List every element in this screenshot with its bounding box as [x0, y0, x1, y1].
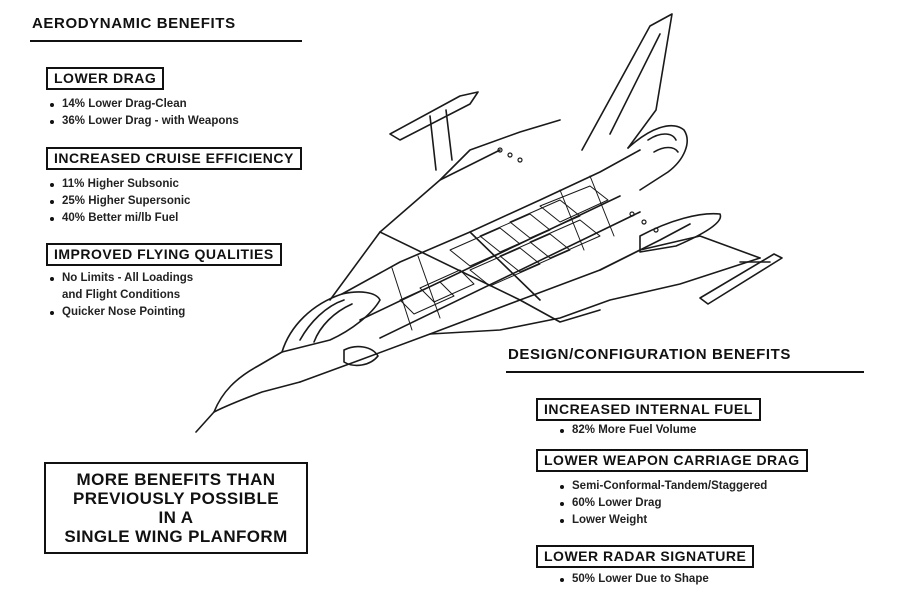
- callout-line: IN A: [158, 508, 194, 527]
- design-section-title: DESIGN/CONFIGURATION BENEFITS: [508, 346, 791, 363]
- callout-line: SINGLE WING PLANFORM: [64, 527, 288, 546]
- list-item: No Limits - All Loadings and Flight Cond…: [48, 270, 193, 304]
- callout-line: MORE BENEFITS THAN: [76, 470, 276, 489]
- aircraft-vertical-tail: [581, 13, 673, 151]
- list-item: 14% Lower Drag-Clean: [48, 96, 239, 113]
- list-item: 11% Higher Subsonic: [48, 176, 190, 193]
- benefits-callout-box: MORE BENEFITS THAN PREVIOUSLY POSSIBLE I…: [44, 462, 308, 554]
- radar-signature-label: LOWER RADAR SIGNATURE: [536, 545, 755, 568]
- aircraft-nose: [195, 351, 283, 433]
- aircraft-left-wingtip-rail: [389, 91, 479, 141]
- weapon-carriage-drag-label: LOWER WEAPON CARRIAGE DRAG: [536, 449, 808, 472]
- aircraft-fuselage: [341, 149, 641, 295]
- aircraft-right-wingtip-rail: [699, 253, 783, 305]
- list-item: 40% Better mi/lb Fuel: [48, 210, 190, 227]
- list-item-line: and Flight Conditions: [62, 289, 181, 301]
- flying-qualities-list: No Limits - All Loadings and Flight Cond…: [48, 270, 193, 321]
- aero-title-rule: [30, 40, 302, 42]
- aircraft-canopy: [281, 291, 381, 353]
- list-item-line: No Limits - All Loadings: [62, 272, 194, 284]
- list-item: Lower Weight: [558, 512, 767, 529]
- cruise-efficiency-list: 11% Higher Subsonic 25% Higher Supersoni…: [48, 176, 190, 227]
- aero-section-title: AERODYNAMIC BENEFITS: [32, 15, 236, 32]
- internal-fuel-list: 82% More Fuel Volume: [558, 422, 696, 439]
- list-item: 25% Higher Supersonic: [48, 193, 190, 210]
- aircraft-intake: [343, 345, 379, 367]
- weapon-carriage-drag-list: Semi-Conformal-Tandem/Staggered 60% Lowe…: [558, 478, 767, 529]
- callout-line: PREVIOUSLY POSSIBLE: [73, 489, 279, 508]
- aircraft-wing: [329, 119, 561, 301]
- cruise-efficiency-label: INCREASED CRUISE EFFICIENCY: [46, 147, 302, 170]
- list-item: 36% Lower Drag - with Weapons: [48, 113, 239, 130]
- aircraft-engine-nozzle: [627, 124, 688, 191]
- design-title-rule: [506, 371, 864, 373]
- list-item: 82% More Fuel Volume: [558, 422, 696, 439]
- internal-fuel-label: INCREASED INTERNAL FUEL: [536, 398, 761, 421]
- flying-qualities-label: IMPROVED FLYING QUALITIES: [46, 243, 282, 266]
- list-item: 50% Lower Due to Shape: [558, 571, 709, 588]
- aircraft-wing-store: [639, 212, 722, 253]
- list-item: Semi-Conformal-Tandem/Staggered: [558, 478, 767, 495]
- list-item: 60% Lower Drag: [558, 495, 767, 512]
- radar-signature-list: 50% Lower Due to Shape: [558, 571, 709, 588]
- lower-drag-label: LOWER DRAG: [46, 67, 165, 90]
- list-item: Quicker Nose Pointing: [48, 304, 193, 321]
- lower-drag-list: 14% Lower Drag-Clean 36% Lower Drag - wi…: [48, 96, 239, 130]
